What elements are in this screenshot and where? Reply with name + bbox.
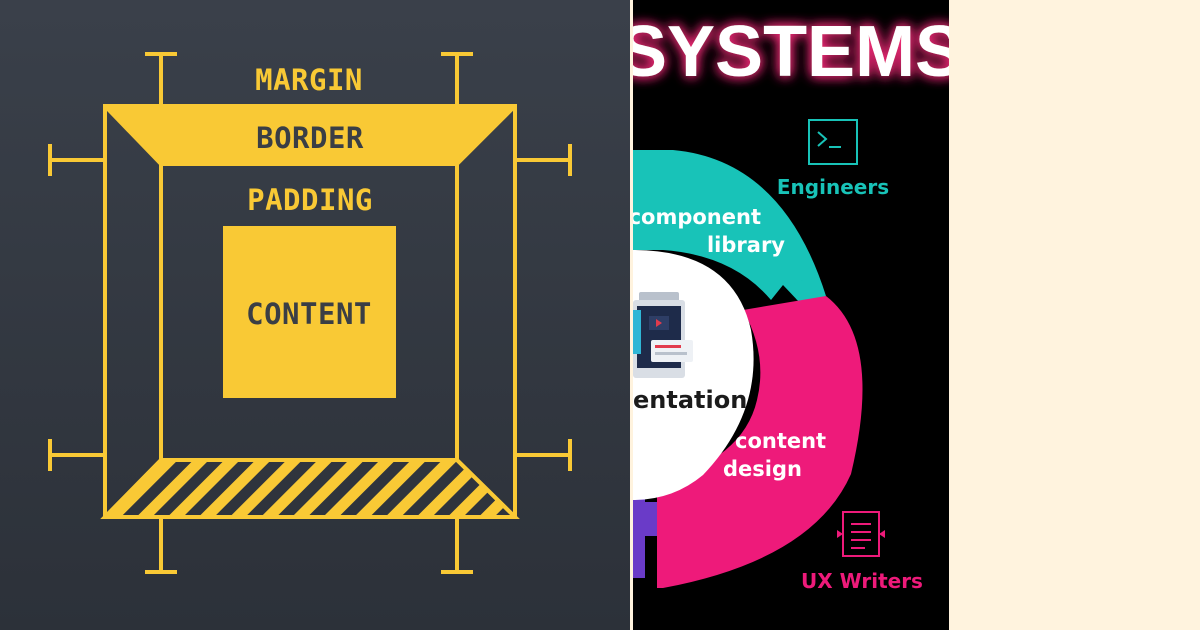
border-top-band: [105, 106, 515, 164]
padding-label: PADDING: [247, 183, 373, 217]
content-design-line-2: design: [723, 457, 802, 481]
margin-markers: [48, 52, 572, 574]
component-library-segment: [633, 150, 826, 304]
design-systems-panel: SYSTEMS: [633, 0, 949, 630]
border-bottom-hatched: [100, 458, 520, 519]
design-systems-diagram: SYSTEMS: [633, 12, 949, 593]
terminal-icon: [808, 119, 858, 165]
teal-arrow: [789, 280, 803, 300]
border-label: BORDER: [256, 121, 364, 155]
component-library-line-1: component: [633, 205, 761, 229]
ux-writers-label: UX Writers: [801, 569, 923, 593]
engineers-label: Engineers: [777, 175, 889, 199]
component-library-line-2: library: [707, 233, 785, 257]
cream-panel: [950, 0, 1200, 630]
browser-window-icon: [633, 292, 693, 378]
content-design-line-1: content: [735, 429, 826, 453]
documentation-label: entation: [633, 386, 747, 414]
box-model-diagram: MARGIN BORDER PADDING CONTENT: [48, 52, 572, 574]
design-systems-title: SYSTEMS: [633, 12, 949, 92]
component-library-label: component library: [633, 205, 785, 257]
content-design-segment: [657, 296, 863, 588]
margin-label: MARGIN: [255, 63, 363, 97]
content-label: CONTENT: [246, 297, 372, 331]
purple-segment: [633, 488, 663, 578]
content-design-label: content design: [723, 429, 826, 481]
content-box: [223, 226, 396, 398]
document-icon: [837, 511, 885, 557]
box-model-panel: MARGIN BORDER PADDING CONTENT: [0, 0, 630, 630]
